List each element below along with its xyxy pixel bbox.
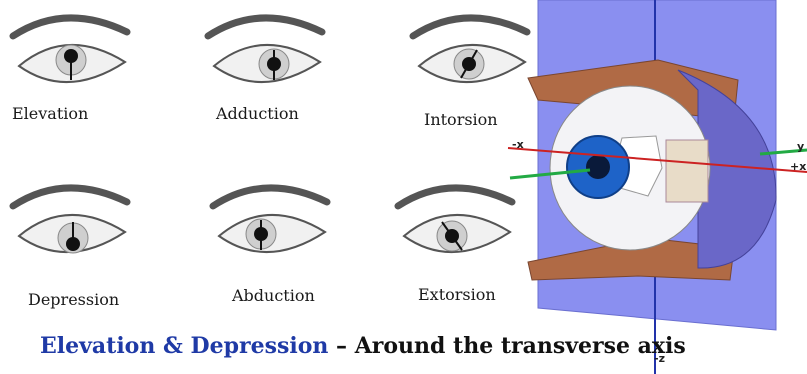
label-intorsion: Intorsion	[424, 110, 498, 129]
eye-depression-illustration	[5, 178, 135, 268]
axis-label-y: y	[797, 140, 804, 153]
label-abduction: Abduction	[232, 286, 315, 305]
label-adduction: Adduction	[216, 104, 299, 123]
eye-adduction-illustration	[200, 8, 330, 98]
label-extorsion: Extorsion	[418, 285, 496, 304]
eye-elevation-illustration	[5, 8, 135, 98]
axis-label-neg-x: -x	[512, 138, 524, 151]
caption: Elevation & Depression – Around the tran…	[40, 333, 686, 359]
label-elevation: Elevation	[12, 104, 88, 123]
label-depression: Depression	[28, 290, 119, 309]
caption-rest: – Around the transverse axis	[328, 333, 685, 359]
axis-label-pos-x: +x	[790, 160, 806, 173]
caption-highlight: Elevation & Depression	[40, 333, 328, 359]
eye-abduction-illustration	[205, 178, 335, 268]
eyeball-3d-model	[498, 0, 807, 374]
